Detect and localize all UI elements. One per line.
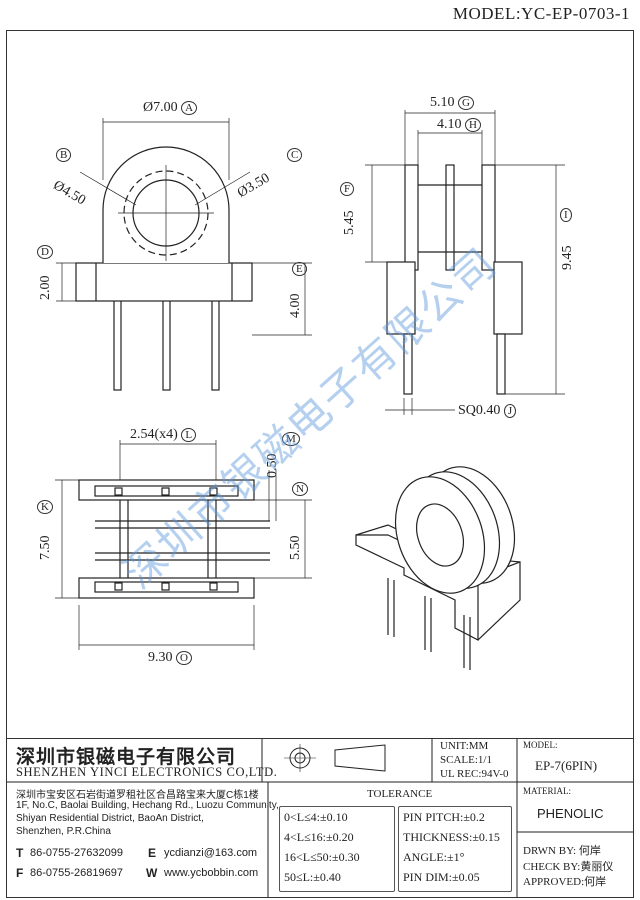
tel-value: 86-0755-27632099 (30, 847, 123, 859)
tag-j: J (503, 404, 517, 418)
company-address-en-3: Shenzhen, P.R.China (16, 826, 111, 837)
tag-e: E (292, 262, 307, 276)
email-value: ycdianzi@163.com (164, 847, 258, 859)
tag-m: M (282, 432, 300, 446)
spec-drawn-by: DRWN BY: 何岸 (523, 845, 601, 857)
dim-bottom-depth: 7.50 (38, 535, 53, 561)
spec-model-value: EP-7(6PIN) (535, 758, 598, 773)
tolerance-left-4: 50≤L:±0.40 (284, 870, 341, 884)
tolerance-left-2: 4<L≤16:±0.20 (284, 830, 354, 844)
company-name-cn: 深圳市银磁电子有限公司 (16, 746, 237, 768)
dim-side-total-height: 9.45 (560, 245, 575, 271)
spec-approved-by: APPROVED:何岸 (523, 876, 607, 888)
tag-g: G (458, 96, 474, 110)
spec-scale: SCALE:1/1 (440, 754, 492, 766)
company-address-en-1: 1F, No.C, Baolai Building, Hechang Rd., … (16, 800, 279, 811)
tolerance-right-4: PIN DIM:±0.05 (403, 870, 480, 884)
fax-value: 86-0755-26819697 (30, 867, 123, 879)
tag-l: L (181, 428, 197, 442)
projection-symbol-icon (284, 744, 386, 772)
company-address-cn: 深圳市宝安区石岩街道罗租社区合昌路宝来大厦C栋1楼 (16, 790, 259, 801)
dim-flange-height: 2.00 (38, 275, 53, 301)
tolerance-right-2: THICKNESS:±0.15 (403, 830, 500, 844)
dim-base-height: 4.00 (288, 293, 303, 319)
side-view (365, 110, 565, 415)
title-block-top-line (6, 738, 633, 739)
company-name-en: SHENZHEN YINCI ELECTRONICS CO,LTD. (16, 765, 278, 779)
model-header: MODEL:YC-EP-0703-1 (452, 4, 630, 23)
tolerance-right-box (398, 806, 512, 892)
dim-side-width: 5.10 G (430, 95, 474, 111)
spec-material-label: MATERIAL: (523, 786, 571, 796)
spec-model-label: MODEL: (523, 740, 558, 750)
web-label: W (146, 866, 158, 880)
spec-material-value: PHENOLIC (537, 806, 604, 821)
tolerance-left-1: 0<L≤4:±0.10 (284, 810, 348, 824)
tolerance-left-3: 16<L≤50:±0.30 (284, 850, 360, 864)
fax-label: F (16, 866, 24, 880)
dim-pin-pitch: 2.54(x4) L (130, 427, 197, 443)
spec-ul: UL REC:94V-0 (440, 768, 509, 780)
spec-checked-by: CHECK BY:黄丽仪 (523, 861, 614, 873)
dim-side-inner-width: 4.10 H (437, 117, 481, 133)
tolerance-left-box (279, 806, 395, 892)
dim-pin-square: SQ0.40 J (458, 403, 517, 419)
tag-f: F (340, 182, 355, 196)
email-label: E (148, 846, 157, 860)
tag-d: D (37, 245, 53, 259)
tag-a: A (181, 101, 198, 115)
tag-o: O (176, 651, 192, 665)
dim-inner-depth: 5.50 (288, 535, 303, 561)
tag-h: H (465, 118, 481, 132)
tag-n: N (292, 482, 308, 496)
drawing-frame (6, 30, 634, 898)
tag-c: C (287, 148, 303, 162)
company-address-en-2: Shiyan Residential District, BaoAn Distr… (16, 813, 204, 824)
tag-i: I (560, 208, 572, 222)
spec-unit: UNIT:MM (440, 740, 489, 752)
dim-side-mid-height: 5.45 (342, 210, 357, 236)
web-value: www.ycbobbin.com (164, 867, 259, 879)
tag-k: K (37, 500, 53, 514)
bottom-view (55, 440, 312, 650)
tolerance-right-3: ANGLE:±1° (403, 850, 465, 864)
tolerance-right-1: PIN PITCH:±0.2 (403, 810, 485, 824)
title-block-lines (6, 738, 634, 898)
dim-outer-diameter: Ø7.00 A (143, 100, 198, 116)
tag-b: B (56, 148, 72, 162)
tolerance-title: TOLERANCE (367, 788, 433, 800)
tel-label: T (16, 846, 24, 860)
isometric-view (355, 466, 521, 670)
front-view (56, 118, 312, 391)
dim-bottom-width: 9.30 O (148, 650, 192, 666)
